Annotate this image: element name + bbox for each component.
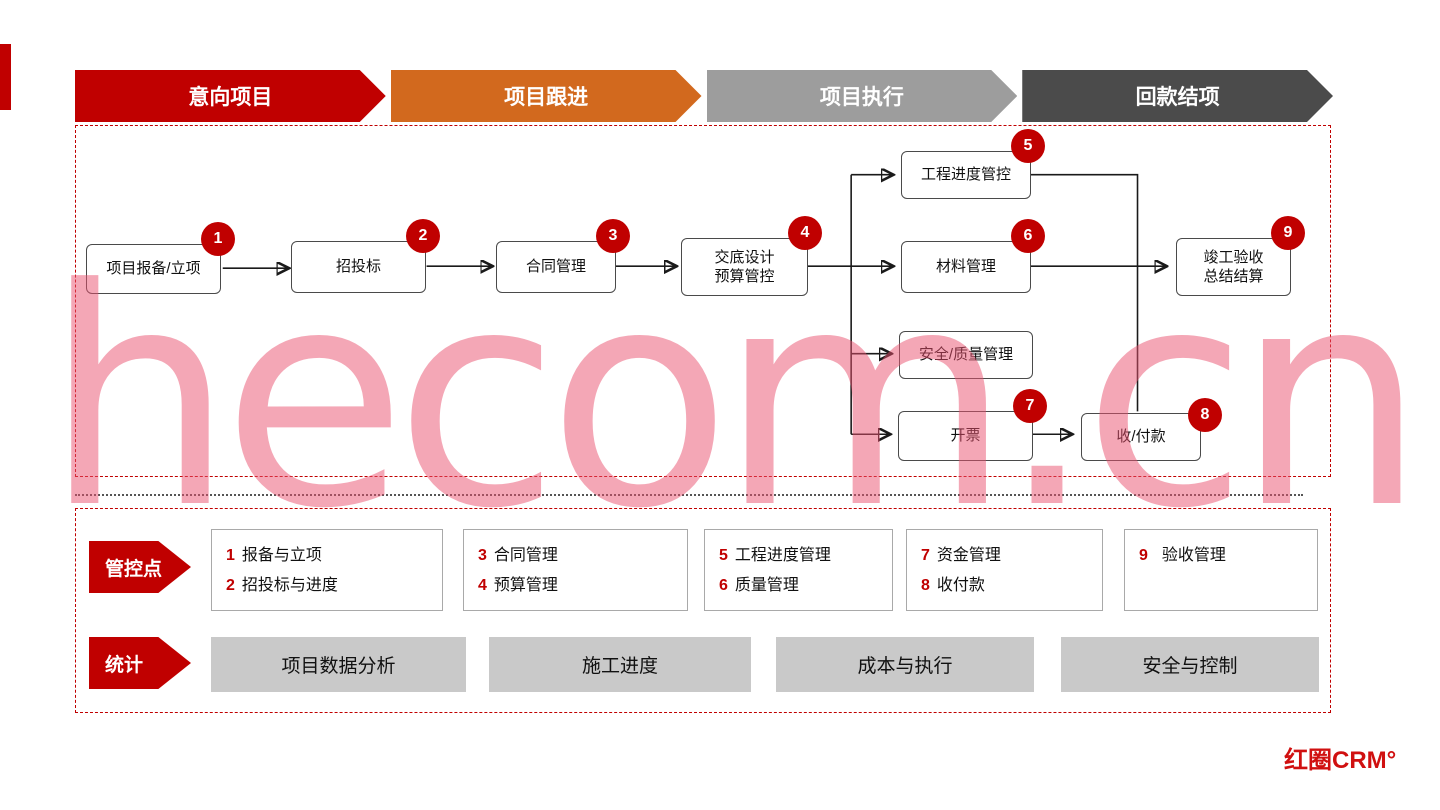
- step-badge-5: 5: [1011, 129, 1045, 163]
- flow-node-budget-control: 交底设计 预算管控 4: [681, 216, 822, 296]
- control-item-number: 6: [719, 577, 728, 594]
- stat-box-safety-control: 安全与控制: [1061, 637, 1319, 692]
- stats-label: 统计: [105, 654, 144, 676]
- control-item-text: 预算管理: [493, 577, 558, 594]
- control-item-number: 4: [478, 577, 487, 594]
- brand-logo: 红圈CRM°: [1284, 747, 1397, 774]
- flow-node-contract: 合同管理 3: [496, 219, 630, 293]
- flow-node-label: 项目报备/立项: [106, 260, 201, 278]
- control-item-text: 报备与立项: [241, 547, 322, 564]
- stat-label: 项目数据分析: [281, 656, 396, 677]
- connector: [1028, 173, 1139, 267]
- step-badge-2: 2: [406, 219, 440, 253]
- phase-arrow-execution: 项目执行: [707, 70, 1018, 122]
- step-badge-7: 7: [1013, 389, 1047, 423]
- control-item-text: 质量管理: [734, 577, 799, 594]
- control-box-2: 3 合同管理 4 预算管理: [463, 529, 688, 611]
- step-badge-4: 4: [788, 216, 822, 250]
- control-item: 1 报备与立项: [226, 541, 442, 571]
- flow-node-label: 合同管理: [525, 258, 586, 276]
- flow-node-label: 开票: [950, 427, 981, 445]
- flow-node-acceptance: 竣工验收 总结结算 9: [1176, 216, 1305, 296]
- control-item-number: 9: [1139, 547, 1148, 564]
- stat-label: 施工进度: [581, 656, 658, 677]
- flow-diagram-panel: 项目报备/立项 1 招投标 2 合同管理 3 交底设计 预算管控 4 工程进度管…: [75, 125, 1331, 477]
- control-item-number: 1: [226, 547, 235, 564]
- control-item: 8 收付款: [921, 571, 1102, 601]
- phase-header: 意向项目 项目跟进 项目执行 回款结项: [75, 70, 1333, 122]
- step-badge-6: 6: [1011, 219, 1045, 253]
- control-box-4: 7 资金管理 8 收付款: [906, 529, 1103, 611]
- flow-node-safety-quality: 安全/质量管理: [899, 331, 1033, 379]
- control-box-5: 9 验收管理: [1124, 529, 1318, 611]
- phase-arrow-intent: 意向项目: [75, 70, 386, 122]
- control-item-text: 工程进度管理: [734, 547, 831, 564]
- phase-label: 项目跟进: [504, 86, 589, 109]
- stat-box-construction-progress: 施工进度: [489, 637, 751, 692]
- control-item-text: 资金管理: [936, 547, 1001, 564]
- control-item: 6 质量管理: [719, 571, 892, 601]
- control-box-1: 1 报备与立项 2 招投标与进度: [211, 529, 443, 611]
- phase-label: 回款结项: [1135, 86, 1220, 109]
- stat-label: 安全与控制: [1142, 656, 1238, 677]
- flow-node-label: 招投标: [335, 258, 381, 276]
- control-item: 5 工程进度管理: [719, 541, 892, 571]
- control-item: 2 招投标与进度: [226, 571, 442, 601]
- left-accent-tab: [0, 44, 11, 110]
- flow-node-invoicing: 开票 7: [898, 389, 1047, 461]
- stats-arrow: 统计: [89, 637, 191, 689]
- step-badge-1: 1: [201, 222, 235, 256]
- flow-node-label: 材料管理: [935, 258, 996, 276]
- step-badge-3: 3: [596, 219, 630, 253]
- control-box-3: 5 工程进度管理 6 质量管理: [704, 529, 893, 611]
- stat-label: 成本与执行: [857, 656, 953, 677]
- control-item: 7 资金管理: [921, 541, 1102, 571]
- dotted-separator: [75, 494, 1303, 496]
- control-points-label: 管控点: [105, 558, 163, 580]
- control-item-number: 8: [921, 577, 930, 594]
- phase-label: 意向项目: [188, 86, 273, 109]
- flow-node-label: 安全/质量管理: [918, 346, 1014, 364]
- control-item-number: 2: [226, 577, 235, 594]
- flow-connectors: [222, 126, 1330, 476]
- flow-node-bidding: 招投标 2: [291, 219, 440, 293]
- flow-node-material: 材料管理 6: [901, 219, 1045, 293]
- step-badge-8: 8: [1188, 398, 1222, 432]
- flow-node-label: 竣工验收 总结结算: [1203, 248, 1264, 286]
- control-item: 9 验收管理: [1139, 541, 1317, 571]
- control-item: 4 预算管理: [478, 571, 687, 601]
- control-points-arrow: 管控点: [89, 541, 191, 593]
- step-badge-9: 9: [1271, 216, 1305, 250]
- phase-label: 项目执行: [819, 86, 904, 109]
- control-item-number: 7: [921, 547, 930, 564]
- control-item-number: 5: [719, 547, 728, 564]
- flow-node-label: 交底设计 预算管控: [714, 248, 775, 286]
- phase-arrow-followup: 项目跟进: [391, 70, 702, 122]
- bottom-panel: 管控点 1 报备与立项 2 招投标与进度 3 合同管理 4 预算管理 5 工程进度管理 6…: [75, 508, 1331, 713]
- flow-node-progress-control: 工程进度管控 5: [901, 129, 1045, 199]
- flow-node-label: 工程进度管控: [920, 166, 1011, 184]
- control-item-text: 收付款: [936, 577, 985, 594]
- flow-node-label: 收/付款: [1116, 428, 1166, 446]
- control-item-text: 招投标与进度: [241, 577, 338, 594]
- control-item: 3 合同管理: [478, 541, 687, 571]
- flow-node-project-filing: 项目报备/立项 1: [86, 222, 235, 294]
- control-item-number: 3: [478, 547, 487, 564]
- control-item-text: 验收管理: [1161, 547, 1226, 564]
- stat-box-project-analysis: 项目数据分析: [211, 637, 466, 692]
- stat-box-cost-execution: 成本与执行: [776, 637, 1034, 692]
- phase-arrow-settlement: 回款结项: [1022, 70, 1333, 122]
- flow-node-payment: 收/付款 8: [1081, 398, 1222, 461]
- control-item-text: 合同管理: [493, 547, 558, 564]
